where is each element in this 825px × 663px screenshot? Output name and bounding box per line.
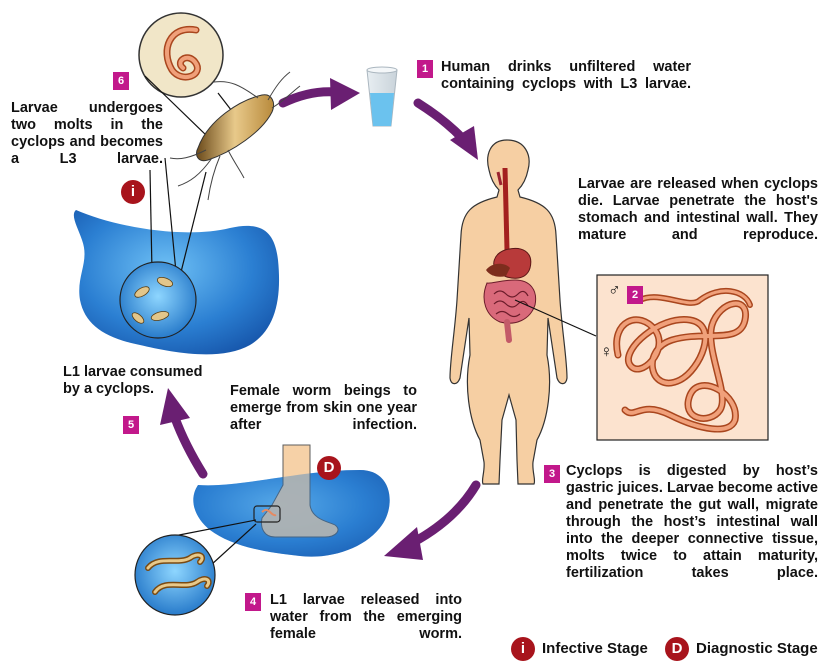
step-6-text: Larvae undergoes two molts in the cyclop… [11, 100, 163, 168]
larvae-released-text: Larvae are released when cyclops die. La… [578, 176, 818, 244]
legend-infective-icon: i [511, 637, 535, 661]
legend-diagnostic-icon: D [665, 637, 689, 661]
water-glass-icon [367, 67, 397, 126]
cyclops-zoom-illustration [139, 13, 300, 200]
water-with-cyclops-illustration [74, 158, 279, 354]
step-4-number: 4 [245, 593, 261, 611]
step-1-number: 1 [417, 60, 433, 78]
step-4-text: L1 larvae released into water from the e… [270, 592, 462, 643]
human-body-illustration [450, 140, 596, 484]
arrow-4-to-5 [160, 388, 203, 474]
foot-in-water-illustration [135, 445, 390, 615]
arrow-1-to-human [418, 103, 478, 160]
legend-infective-label: Infective Stage [542, 640, 648, 657]
female-symbol-icon: ♀ [600, 343, 613, 360]
step-3-text: Cyclops is digested by host’s gastric ju… [566, 463, 818, 582]
worm-emerges-text: Female worm beings to emerge from skin o… [230, 383, 417, 434]
step-5-number: 5 [123, 416, 139, 434]
adult-worm-panel [597, 275, 768, 440]
infective-stage-badge: i [121, 180, 145, 204]
legend-diagnostic-label: Diagnostic Stage [696, 640, 818, 657]
step-6-number: 6 [113, 72, 129, 90]
arrow-3-to-4 [384, 485, 476, 560]
step-3-number: 3 [544, 465, 560, 483]
arrow-6-to-1 [283, 78, 360, 110]
step-1-text: Human drinks unfiltered water containing… [441, 59, 691, 93]
step-5-text: L1 larvae consumed by a cyclops. [63, 364, 203, 398]
step-2-number: 2 [627, 286, 643, 304]
male-symbol-icon: ♂ [608, 281, 621, 298]
diagnostic-stage-badge: D [317, 456, 341, 480]
